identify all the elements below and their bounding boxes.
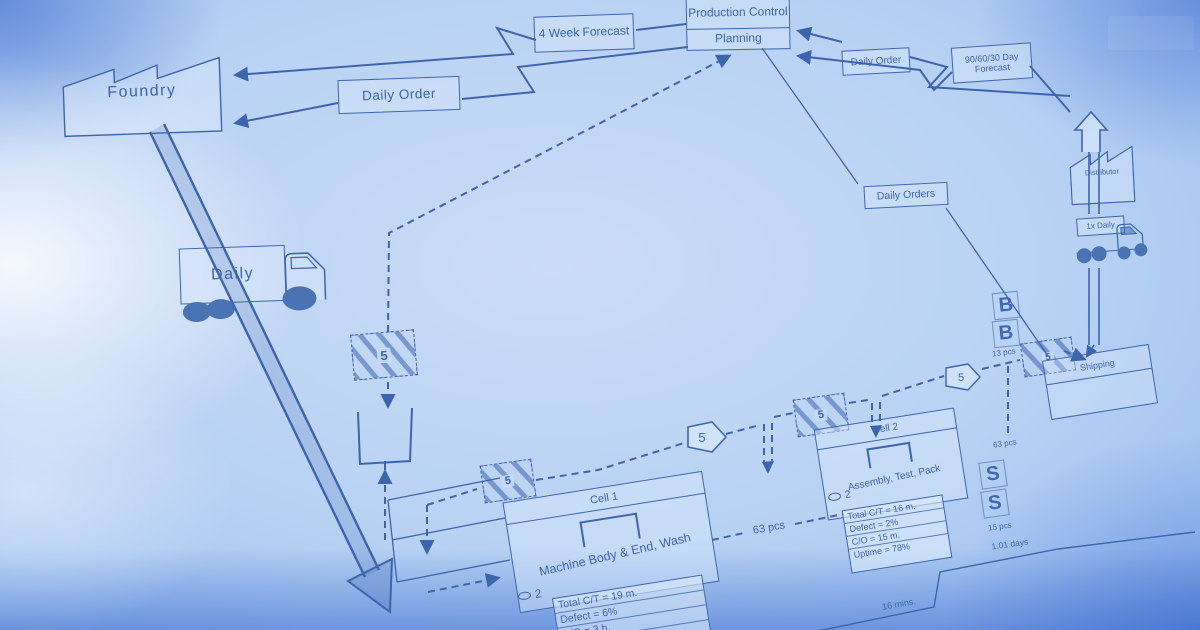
- truck-frequency-label: 1x Daily: [1086, 220, 1116, 232]
- truck-wheel: [282, 285, 317, 311]
- kanban-batch-count: 5: [376, 346, 392, 364]
- cell2-u-shape: [866, 441, 913, 469]
- truck-right: 1x Daily: [1068, 211, 1164, 279]
- safety-stock-symbol: S: [978, 459, 1008, 490]
- shipment-arrow-shaft: [148, 123, 381, 578]
- daily-orders-mid-box: Daily Orders: [863, 181, 949, 210]
- kanban-post-icon: [945, 363, 981, 391]
- withdrawal-link: [426, 488, 478, 506]
- truck-trailer: Daily: [178, 244, 287, 305]
- kanban-chain: [773, 412, 794, 418]
- safety-letter: S: [986, 491, 1004, 515]
- kanban-post-count: 5: [958, 372, 964, 384]
- forecast-906030-label: 90/60/30 Day Forecast: [964, 50, 1019, 75]
- buffer-stock-symbol: B: [991, 318, 1021, 349]
- truck-cab-icon: [1116, 223, 1144, 250]
- distributor-to-forecast906030-line: [1029, 65, 1071, 113]
- timeline-process-time: 16 mins.: [881, 595, 917, 612]
- arrowhead-down: [762, 461, 774, 474]
- truck-wheel: [206, 298, 236, 320]
- watermark: [1108, 16, 1194, 50]
- truck-wheel: [1117, 246, 1132, 260]
- kanban-batch-symbol: 5: [350, 329, 418, 381]
- kanban-chain: [848, 399, 869, 404]
- kanban-chain: [881, 375, 945, 397]
- truck-daily-label: Daily: [210, 264, 255, 284]
- kanban-batch-count: 5: [814, 408, 828, 422]
- production-control-title: Production Control: [686, 0, 790, 30]
- withdrawal-double-1: [763, 423, 773, 462]
- foundry-factory: Foundry: [61, 52, 224, 138]
- operator-icon: [827, 491, 842, 502]
- four-week-forecast-box: 4 Week Forecast: [533, 13, 635, 53]
- kanban-batch-count: 5: [501, 474, 515, 488]
- distributor-factory: Distributor: [1068, 142, 1135, 205]
- shipment-lines-lower: [1088, 268, 1100, 345]
- daily-order-left-label: Daily Order: [361, 85, 437, 104]
- truck-left: Daily: [177, 241, 330, 328]
- pc-to-forecast-line: [635, 23, 687, 31]
- bin-symbol: [357, 407, 413, 466]
- four-week-forecast-label: 4 Week Forecast: [538, 23, 630, 41]
- shipment-arrow-shaft-fill: [150, 124, 379, 577]
- kanban-into-cell1: [427, 572, 501, 593]
- dailyorder-to-foundry-line: [233, 102, 339, 129]
- operator-icon: [517, 590, 532, 601]
- planning-label: Planning: [714, 30, 762, 46]
- wip-before-shipping-label: 63 pcs: [992, 437, 1018, 450]
- safety-qty-label: 15 pcs: [987, 520, 1013, 533]
- kanban-post-icon: [687, 421, 728, 453]
- dailyorder-to-pc-line: [796, 26, 843, 43]
- daily-orders-mid-label: Daily Orders: [876, 187, 936, 203]
- timeline-lead-time: 1.01 days: [990, 536, 1029, 552]
- cell1-to-wip: [711, 532, 745, 541]
- kanban-batch-symbol: 5: [479, 458, 537, 504]
- truck-wheel: [1091, 245, 1108, 262]
- buffer-stock-symbol: B: [991, 290, 1021, 321]
- kanban-chain-left: [535, 442, 685, 481]
- factory-icon: [61, 52, 224, 138]
- kanban-chain-mid: [725, 424, 761, 435]
- truck-wheel: [1133, 242, 1148, 257]
- daily-order-right-label: Daily Order: [850, 54, 902, 69]
- truck-wheel: [1076, 247, 1093, 264]
- safety-stock-symbol: S: [980, 488, 1010, 519]
- buffer-letter: B: [997, 293, 1015, 317]
- safety-letter: S: [984, 462, 1002, 486]
- kanban-post-count: 5: [698, 430, 705, 445]
- buffer-qty-label: 13 pcs: [991, 346, 1017, 359]
- kanban-dashed-paths: [377, 54, 1087, 593]
- forecast-906030-box: 90/60/30 Day Forecast: [950, 42, 1034, 84]
- production-control-box: Production Control Planning: [685, 0, 791, 51]
- wip-between-cells-label: 63 pcs: [751, 519, 786, 537]
- buffer-letter: B: [997, 321, 1015, 345]
- daily-order-left-box: Daily Order: [337, 75, 461, 115]
- forecast-to-foundry-zigzag: [233, 26, 537, 82]
- shipment-arrowhead: [346, 557, 394, 614]
- pc-to-dailyorder-zigzag: [461, 46, 689, 100]
- daily-order-right-box: Daily Order: [841, 47, 911, 76]
